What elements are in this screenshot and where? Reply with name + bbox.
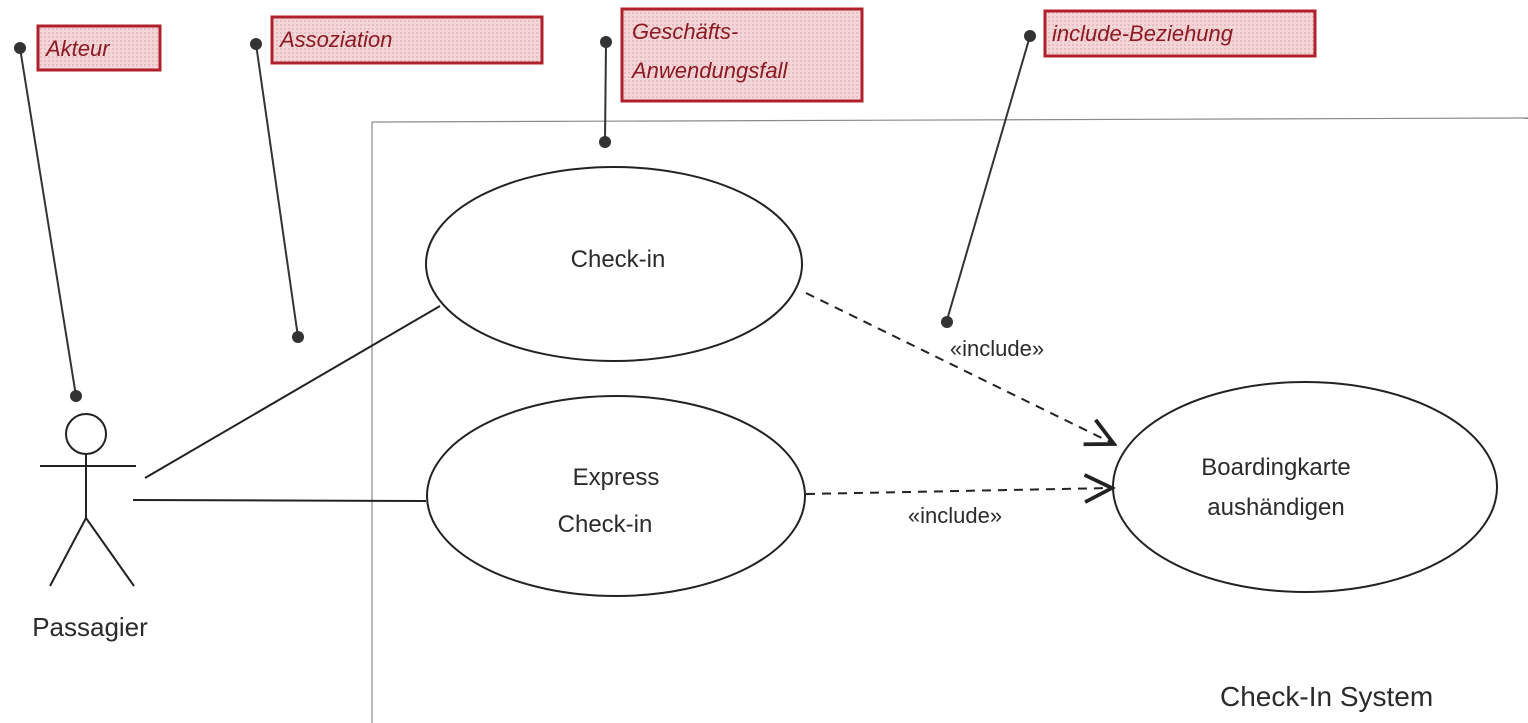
callout-geschaeft-box: [620, 7, 864, 103]
callout-akteur: Akteur: [14, 24, 162, 402]
use-case-checkin-label: Check-in: [571, 246, 666, 273]
include-label-bottom: «include»: [908, 503, 1002, 528]
actor-name: Passagier: [32, 612, 148, 642]
include-arrow-checkin: [805, 292, 1114, 444]
callout-assoziation-box: [270, 15, 544, 65]
callout-assoziation: Assoziation: [250, 15, 544, 343]
include-arrow-express: [805, 488, 1112, 494]
use-case-express: [426, 395, 806, 597]
callout-geschaeft-text-1: Geschäfts-: [632, 19, 738, 44]
callout-include-text: include-Beziehung: [1052, 21, 1234, 46]
system-boundary-label: Check-In System: [1220, 681, 1433, 712]
use-case-boarding: [1112, 381, 1498, 593]
callout-include-box: [1043, 9, 1317, 58]
callout-akteur-text: Akteur: [44, 36, 111, 61]
use-case-express-label-2: Check-in: [558, 511, 653, 538]
use-case-checkin: [425, 166, 803, 362]
association-express: [132, 499, 427, 502]
system-boundary: [371, 117, 1528, 723]
actor-head: [65, 413, 107, 455]
association-checkin: [144, 305, 441, 479]
callout-geschaeft-text-2: Anwendungsfall: [630, 58, 788, 83]
callout-akteur-box: [36, 24, 162, 72]
callout-assoziation-text: Assoziation: [278, 27, 393, 52]
actor-figure: [40, 413, 136, 587]
use-case-express-label-1: Express: [573, 464, 660, 491]
callout-geschaeftsanwendungsfall: Geschäfts- Anwendungsfall: [599, 7, 864, 148]
callout-include-beziehung: include-Beziehung: [941, 9, 1317, 328]
use-case-boarding-label-1: Boardingkarte: [1201, 454, 1350, 481]
use-case-boarding-label-2: aushändigen: [1207, 494, 1344, 521]
include-label-top: «include»: [950, 336, 1044, 361]
